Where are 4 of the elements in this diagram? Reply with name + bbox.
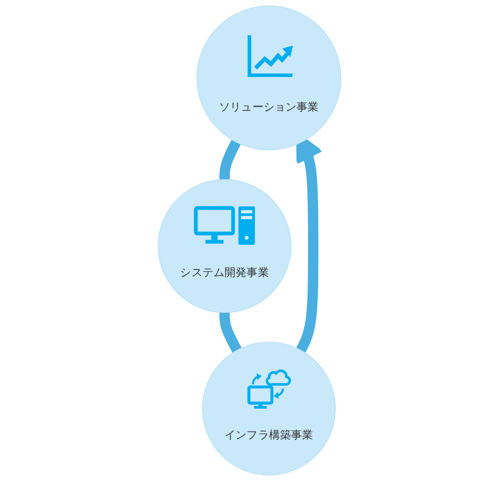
- node-circle: ソリューション事業: [196, 6, 342, 150]
- connector: [219, 140, 241, 182]
- node-circle: インフラ構築事業: [202, 342, 336, 476]
- node-circle: システム開発事業: [158, 179, 292, 313]
